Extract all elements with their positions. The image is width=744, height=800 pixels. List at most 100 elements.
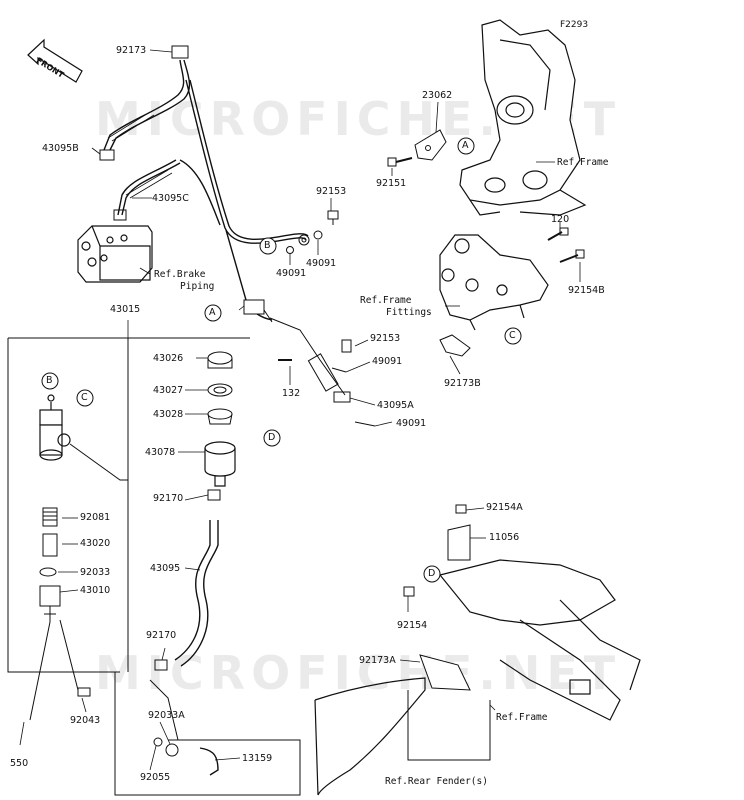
bolt-92153-mid (341, 339, 352, 353)
fitting-92173 (171, 45, 189, 59)
diaphragm-43028 (207, 408, 233, 420)
part-label-92154A: 92154A (486, 502, 523, 513)
kit-43015-outline (7, 337, 250, 673)
clamp-92173A (419, 654, 471, 691)
figure-id: F2293 (560, 20, 589, 30)
part-label-92154B: 92154B (568, 285, 605, 296)
braided-hose (107, 111, 173, 199)
spring-43020 (42, 533, 58, 557)
piston-92081 (42, 507, 58, 527)
rear-frame (438, 559, 641, 721)
part-label-43095: 43095 (150, 563, 181, 574)
part-label-92151: 92151 (376, 178, 407, 189)
hose-43095 (174, 520, 219, 667)
part-label-43095A: 43095A (377, 400, 414, 411)
leader-mc (69, 443, 128, 481)
part-label-92153-top: 92153 (316, 186, 347, 197)
part-label-92173A: 92173A (359, 655, 396, 666)
part-label-13159: 13159 (242, 753, 273, 764)
bolt-120 (547, 227, 569, 241)
part-label-43028: 43028 (153, 409, 184, 420)
nut-92043 (77, 687, 91, 697)
part-label-120: 120 (551, 214, 570, 225)
cap-43026 (207, 351, 233, 365)
part-label-92170-b: 92170 (146, 630, 177, 641)
brake-line-upper (103, 59, 309, 321)
washer-49091-c (331, 367, 347, 373)
frame-bracket-top (459, 19, 587, 216)
ref-d-bottom: D (428, 568, 436, 579)
ref-frame-fittings-line1: Ref.Frame (360, 295, 412, 306)
washer-49091-d (354, 421, 376, 427)
part-label-132: 132 (282, 388, 301, 399)
ref-brake-piping-line1: Ref.Brake (154, 269, 206, 280)
bolt-92153-top (327, 210, 339, 225)
ring-92033 (39, 567, 57, 577)
pin-550 (29, 621, 51, 721)
ref-b-top: B (264, 240, 271, 251)
ref-frame-fittings-line2: Fittings (386, 307, 432, 318)
part-label-92173: 92173 (116, 45, 147, 56)
part-label-43015: 43015 (110, 304, 141, 315)
clamp-92170-a (207, 489, 221, 501)
clamp-92173B (439, 334, 471, 357)
part-label-49091-c: 49091 (372, 356, 403, 367)
ref-c-left: C (81, 392, 88, 403)
part-label-43010: 43010 (80, 585, 111, 596)
oring-92055 (153, 737, 163, 747)
part-label-11056: 11056 (489, 532, 520, 543)
part-label-43027: 43027 (153, 385, 184, 396)
frame-fittings (439, 234, 549, 331)
bracket-23062 (387, 129, 447, 167)
washer-49091-b (286, 246, 294, 254)
leader-lines (19, 49, 581, 771)
washer-49091-a (313, 230, 323, 240)
part-label-49091-d: 49091 (396, 418, 427, 429)
bracket-11056 (447, 524, 471, 561)
reservoir-43078 (204, 441, 236, 487)
part-label-92153-mid: 92153 (370, 333, 401, 344)
washer-92033A (165, 743, 179, 757)
part-label-92043: 92043 (70, 715, 101, 726)
bolt-92154A (455, 504, 467, 514)
kit-outline-bottom (114, 672, 301, 796)
ref-d-mid: D (268, 432, 276, 443)
ref-rear-fender: Ref.Rear Fender(s) (385, 776, 488, 787)
abs-unit (77, 225, 153, 283)
part-label-43020: 43020 (80, 538, 111, 549)
ref-frame-bottom: Ref.Frame (496, 712, 548, 723)
ref-circles (41, 137, 522, 583)
part-label-43078: 43078 (145, 447, 176, 458)
bolt-92154 (403, 586, 415, 597)
part-label-92170-a: 92170 (153, 493, 184, 504)
part-label-23062: 23062 (422, 90, 453, 101)
part-label-92033: 92033 (80, 567, 111, 578)
part-label-92081: 92081 (80, 512, 111, 523)
leader-rear-fender (407, 690, 491, 761)
ref-brake-piping-line2: Piping (180, 281, 215, 292)
ref-a-mid: A (209, 307, 216, 318)
part-label-49091-a: 49091 (306, 258, 337, 269)
ref-frame-top: Ref.Frame (557, 157, 609, 168)
switch-assembly (243, 299, 351, 403)
part-label-92055: 92055 (140, 772, 171, 783)
bolt-92154B (559, 249, 585, 263)
rear-fender (314, 677, 426, 796)
ref-a-top: A (462, 140, 469, 151)
part-label-49091-b: 49091 (276, 268, 307, 279)
part-label-43026: 43026 (153, 353, 184, 364)
rod-43010 (39, 585, 61, 622)
master-cylinder (39, 394, 71, 461)
front-arrow-icon (27, 38, 83, 83)
clamp-92170-b (154, 659, 168, 671)
ref-b-left: B (46, 375, 53, 386)
part-label-92173B: 92173B (444, 378, 481, 389)
ref-c-top: C (509, 330, 516, 341)
plate-43027 (207, 383, 233, 397)
part-label-92033A: 92033A (148, 710, 185, 721)
part-label-92154: 92154 (397, 620, 428, 631)
part-label-550: 550 (10, 758, 29, 769)
part-label-43095C: 43095C (152, 193, 189, 204)
